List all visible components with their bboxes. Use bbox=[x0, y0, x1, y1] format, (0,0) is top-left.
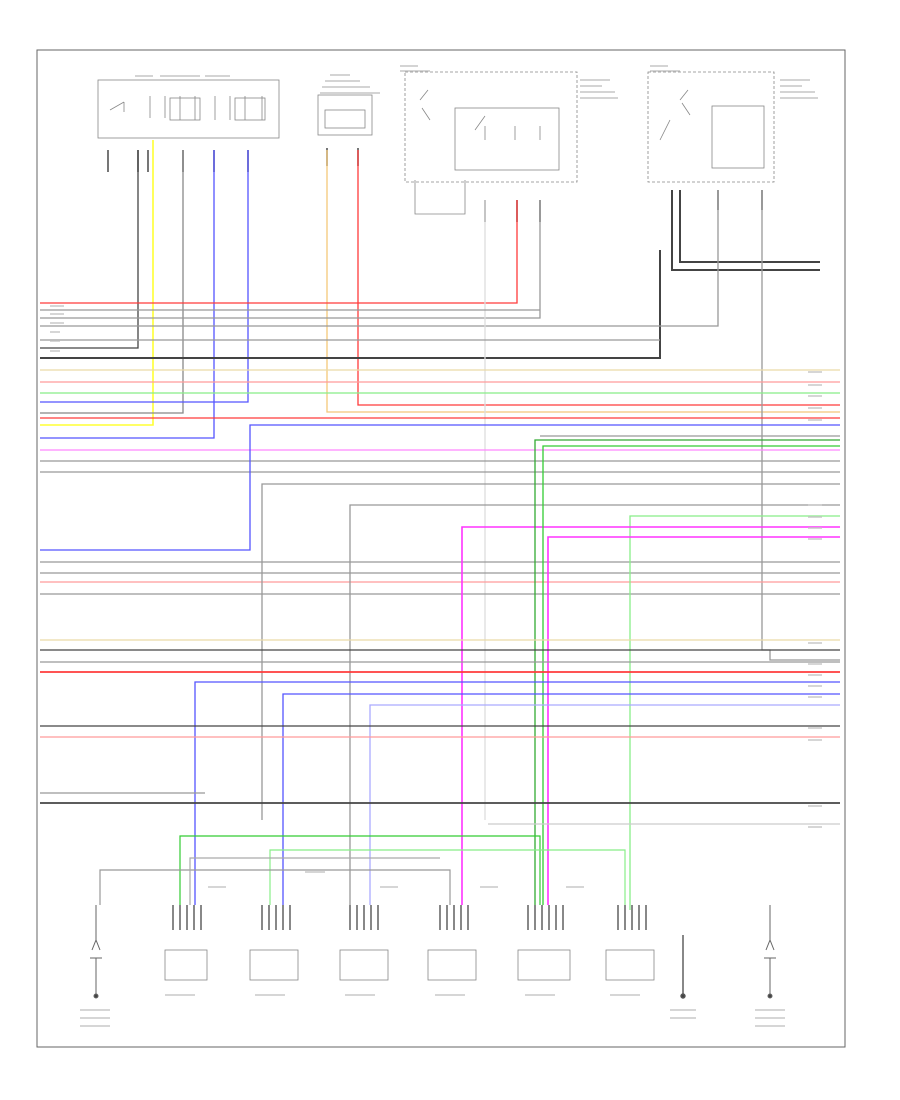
injector-bus bbox=[99, 835, 626, 905]
injector-2 bbox=[249, 905, 299, 981]
dist-unit-2 bbox=[647, 71, 775, 183]
sensor-center bbox=[680, 935, 686, 999]
component-text-marks bbox=[135, 65, 818, 99]
harness-group-2 bbox=[40, 424, 840, 910]
diagram-border bbox=[36, 49, 846, 1048]
dist-unit-1 bbox=[404, 71, 578, 215]
sensor-left bbox=[90, 905, 102, 999]
top-vertical-wires bbox=[40, 140, 840, 820]
injector-6 bbox=[605, 905, 655, 981]
harness-group-1 bbox=[40, 309, 840, 473]
injector-5 bbox=[517, 905, 571, 981]
injector-1 bbox=[164, 905, 208, 981]
wire-label-marks bbox=[50, 305, 822, 1027]
injector-4 bbox=[427, 905, 477, 981]
sensor-right bbox=[764, 905, 776, 999]
top-connector-stubs bbox=[107, 148, 763, 222]
harness-group-3 bbox=[40, 639, 840, 905]
relay-box-2 bbox=[317, 94, 373, 136]
relay-box-1 bbox=[97, 79, 280, 139]
injector-3 bbox=[339, 905, 389, 981]
